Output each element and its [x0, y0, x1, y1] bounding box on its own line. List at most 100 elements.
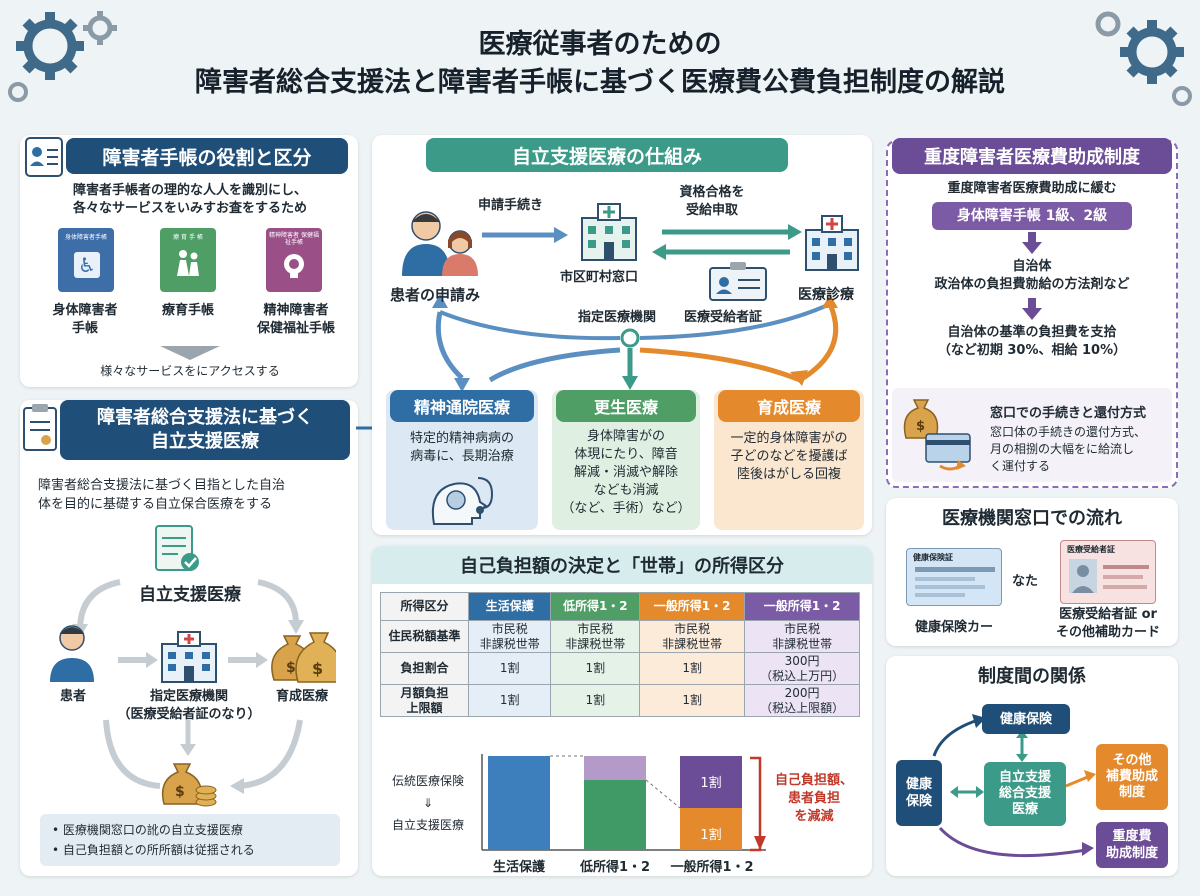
- money-bags-icon: $ $: [271, 632, 336, 683]
- svg-text:$: $: [312, 659, 323, 678]
- seishin-desc: 特定的精神病病の 病毒に、長期治療: [390, 430, 534, 466]
- fee-row-label: 月額負担 上限額: [380, 684, 469, 717]
- fee-col-header-2: 低所得1・2: [550, 592, 641, 621]
- shikumi-qualify-line-1: 資格合格を: [679, 185, 745, 200]
- bar-seikatsu: [488, 756, 550, 850]
- title-line-1: 医療従事者のための: [478, 29, 722, 60]
- patient-icon: [50, 625, 94, 682]
- techo-desc-line-1: 障害者手帳者の理的な人人を識別にし、: [72, 183, 307, 198]
- relation-right-line-3: 制度: [1118, 785, 1145, 800]
- sogo-desc-line-2: 体を目的に基礎する自立保合医療をする: [38, 497, 273, 512]
- id-card-icon: [25, 137, 63, 177]
- sogo-facility-line-2: （医療受給者証のなり）: [117, 707, 261, 722]
- svg-text:$: $: [286, 660, 296, 676]
- ikusei-title: 育成医療: [718, 390, 860, 422]
- fee-cell: 1割: [467, 684, 552, 717]
- fee-row-label: 住民税額基準: [380, 620, 469, 653]
- jushou-line-5: （など初期 30%、相給 10%）: [937, 343, 1127, 358]
- shikumi-header: 自立支援医療の仕組み: [426, 138, 788, 172]
- reduce-line-2: 患者負担: [787, 791, 840, 806]
- sogo-center-label: 自立支援医療: [139, 585, 241, 605]
- fee-cell: 市民税 非課税世帯: [744, 620, 860, 653]
- reduce-line-1: 自己負担額、: [774, 773, 853, 788]
- fee-cell: 1割: [550, 684, 641, 717]
- svg-text:$: $: [916, 419, 925, 434]
- sogo-facility-label: 指定医療機関 （医療受給者証のなり）: [104, 688, 274, 724]
- physical-techo-card: 身体障害者手帳 ♿: [58, 228, 114, 292]
- sogo-note-1: • 医療機関窓口の訛の自立支援医療: [52, 823, 243, 837]
- money-coins-icon: $: [161, 763, 217, 807]
- down-arrow-icon: [160, 346, 220, 360]
- shikumi-flow-diagram: [432, 224, 839, 392]
- fee-col-header-3: 一般所得1・2: [639, 592, 746, 621]
- shikumi-certificate-label: 医療受給者証: [684, 310, 763, 325]
- clipboard-icon: [23, 404, 57, 451]
- bar-tag-bottom: 1割: [700, 828, 722, 843]
- jukyusha-card-text: 医療受給者証: [1067, 545, 1115, 554]
- reduce-text: 自己負担額、 患者負担 を減減: [764, 772, 864, 826]
- city-hall-icon: [581, 203, 637, 261]
- relation-bottom-line-1: 重度費: [1112, 829, 1152, 844]
- jushou-mid: 自治体 政治体の負担費勍給の方法剤など: [892, 258, 1172, 294]
- patient-family-icon: [402, 211, 478, 276]
- table-row: 住民税額基準 市民税 非課税世帯 市民税 非課税世帯 市民税 非課税世帯 市民税…: [380, 620, 860, 653]
- relation-diagram: [932, 714, 1096, 858]
- sogo-notes: • 医療機関窓口の訛の自立支援医療 • 自己負担額との所所額は従揺される: [40, 814, 340, 866]
- kousei-desc-line-3: 解減・消滅や解除: [573, 465, 678, 480]
- relation-center-line-3: 医療: [1011, 802, 1038, 817]
- fee-cell: 市民税 非課税世帯: [550, 620, 641, 653]
- fee-cell: 1割: [550, 652, 641, 685]
- head-icon: [284, 254, 304, 278]
- gear-icon-cluster-left: [8, 11, 117, 102]
- clinic-icon: [805, 215, 859, 271]
- relation-header: 制度間の関係: [978, 666, 1086, 687]
- jushou-line-1: 重度障害者医療費助成に緩む: [947, 181, 1117, 196]
- fee-col-header-1: 生活保護: [467, 592, 552, 621]
- techo-access: 様々なサービスをにアクセスする: [100, 364, 280, 378]
- fee-cell: 1割: [467, 652, 552, 685]
- physical-techo-label-2: 手帳: [71, 321, 98, 336]
- bar-ippan-bottom: [680, 808, 742, 850]
- sogo-desc-line-1: 障害者総合支援法に基づく目指とした自治: [38, 478, 286, 493]
- fee-cell: 市民税 非課税世帯: [467, 620, 552, 653]
- table-row: 月額負担 上限額 1割 1割 1割 200円 （税込上限額）: [380, 684, 860, 717]
- sogo-facility-line-1: 指定医療機関: [149, 689, 228, 704]
- jushou-line-3: 政治体の負担費勍給の方法剤など: [934, 277, 1130, 292]
- wheelchair-icon: ♿: [74, 252, 100, 278]
- jukyusha-card: 医療受給者証: [1060, 540, 1156, 604]
- table-row: 負担割合 1割 1割 1割 300円 （税込上万円）: [380, 652, 860, 685]
- refund-card-icon: $: [903, 399, 971, 471]
- health-insurance-card-text: 健康保険証: [913, 553, 953, 562]
- sogo-ikusei-label: 育成医療: [275, 689, 328, 704]
- shikumi-patient-label: 患者の申請み: [390, 286, 481, 304]
- relation-right-line-2: 補費助成: [1105, 769, 1158, 784]
- relation-bottom: 重度費 助成制度: [1096, 822, 1168, 868]
- kousei-desc-line-5: （など、手術）など）: [561, 501, 691, 516]
- sogo-note-1-text: 医療機関窓口の訛の自立支援医療: [62, 823, 243, 837]
- relation-top: 健康保険: [982, 704, 1070, 734]
- compare-top-label: 伝統医療保険: [391, 774, 464, 788]
- family-icon: [177, 250, 199, 276]
- physical-techo-label-1: 身体障害者: [52, 303, 118, 318]
- ikusei-desc-line-3: 陸後はがしる回複: [736, 467, 841, 482]
- sogo-header-line-2: 自立支援医療: [151, 431, 259, 452]
- relation-left-line-1: 健康: [905, 777, 932, 792]
- compare-arrow: ⇓: [422, 796, 434, 810]
- sogo-note-2: • 自己負担額との所所額は従揺される: [52, 843, 255, 857]
- jushou-header: 重度障害者医療費助成制度: [892, 138, 1172, 174]
- shikumi-apply-label: 申請手続き: [478, 198, 544, 213]
- jushou-line-4: 自治体の基準の負担費を支拾: [947, 325, 1117, 340]
- fee-row-label: 負担割合: [380, 652, 469, 685]
- bar-label-seikatsu: 生活保護: [492, 860, 545, 875]
- fee-table-header-row: 所得区分 生活保護 低所得1・2 一般所得1・2 一般所得1・2: [380, 592, 860, 621]
- fee-cell: 市民税 非課税世帯: [639, 620, 746, 653]
- gear-icon-cluster-right: [1095, 11, 1192, 106]
- brain-stethoscope-icon: [432, 477, 494, 525]
- bar-tag-top: 1割: [700, 776, 722, 791]
- hospital-icon: [161, 631, 217, 683]
- ryoiku-techo-card-text: 療 育 手 帳: [173, 234, 203, 241]
- seishin-title: 精神通院医療: [390, 390, 534, 422]
- svg-text:$: $: [175, 784, 185, 800]
- seishin-techo-label-2: 保健福祉手帳: [256, 321, 335, 336]
- madoguchi-line-2: 月の相捌の大幅をに給流し: [990, 442, 1135, 456]
